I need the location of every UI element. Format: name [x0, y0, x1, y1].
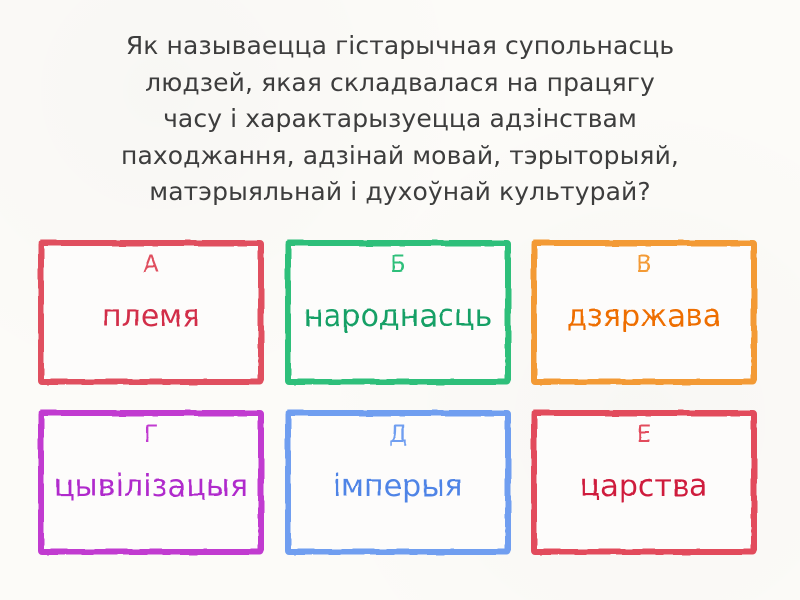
answer-text: імперыя — [333, 469, 463, 504]
answer-card-v[interactable]: В дзяржава — [531, 240, 757, 385]
answer-card-b[interactable]: Б народнасць — [285, 240, 511, 385]
answer-card-g[interactable]: Г цывілізацыя — [38, 410, 264, 555]
answer-letter: Д — [388, 420, 408, 448]
answer-text: дзяржава — [566, 299, 722, 334]
answer-card-e[interactable]: Е царства — [531, 410, 757, 555]
answer-letter: В — [635, 250, 653, 278]
answer-card-d[interactable]: Д імперыя — [285, 410, 511, 555]
answer-card-a[interactable]: А племя — [38, 240, 264, 385]
answer-text: царства — [580, 469, 708, 504]
answer-letter: Е — [636, 420, 652, 448]
answer-text: народнасць — [303, 299, 493, 334]
answer-letter: Б — [389, 250, 407, 278]
answer-text: племя — [102, 299, 200, 334]
answer-text: цывілізацыя — [53, 469, 249, 504]
answer-letter: А — [142, 250, 160, 278]
answer-letter: Г — [143, 420, 159, 448]
question-text: Як называецца гістарычная супольнасць лю… — [121, 31, 679, 206]
